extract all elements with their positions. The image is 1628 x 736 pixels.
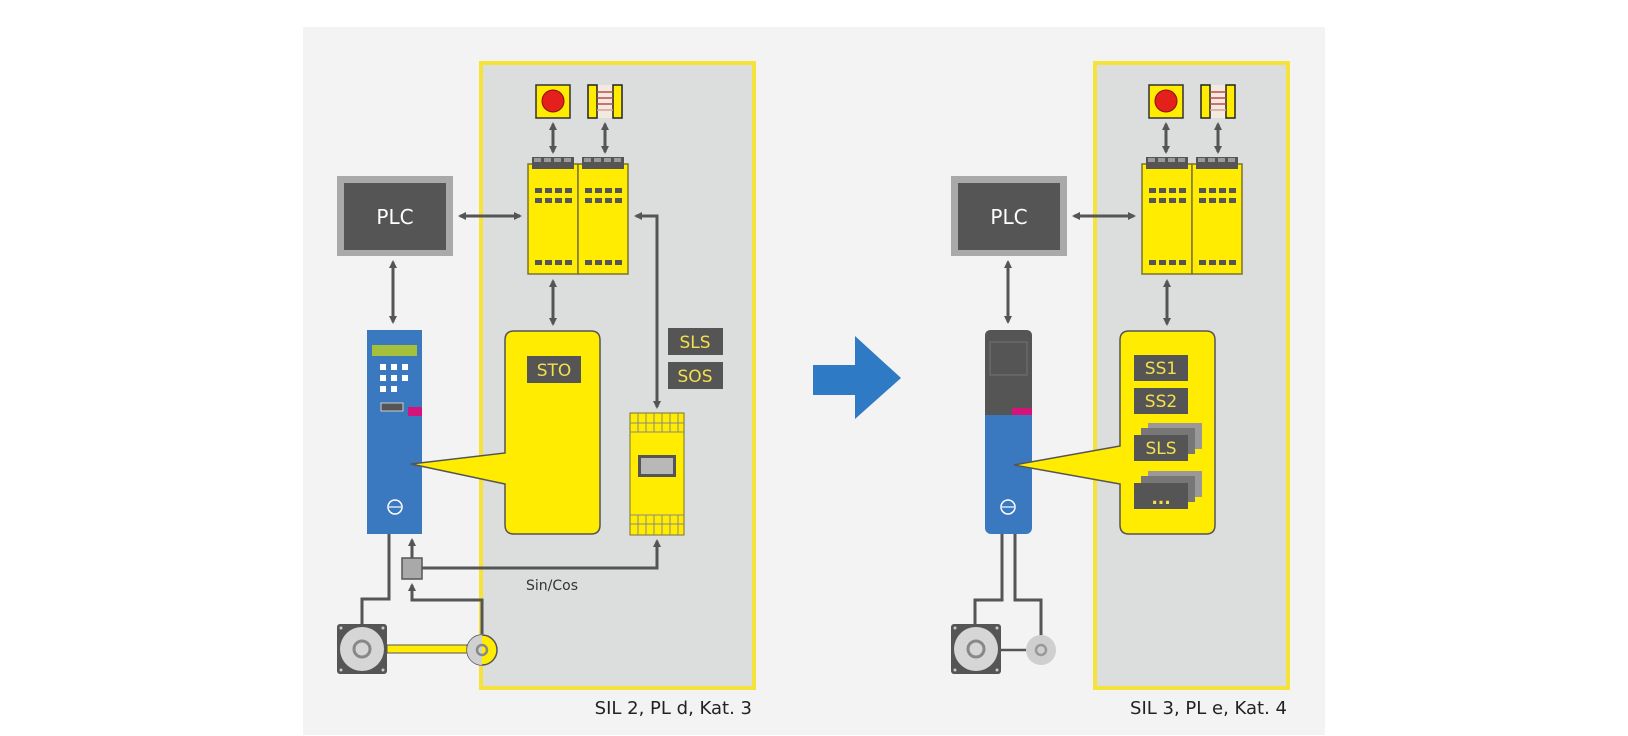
emergency-stop-icon	[535, 84, 571, 119]
sls-label: SLS	[679, 333, 710, 353]
more-label: ...	[1151, 489, 1170, 509]
sls-label: SLS	[1145, 439, 1176, 459]
encoder-splitter-link	[408, 583, 484, 634]
light-curtain-icon	[1200, 84, 1236, 119]
ss1-label: SS1	[1145, 359, 1177, 379]
ss1-badge	[1134, 355, 1188, 381]
sos-label: SOS	[678, 367, 713, 387]
motor-icon	[337, 624, 387, 674]
drive-motor-link	[973, 534, 1004, 624]
safety-controller	[1141, 157, 1243, 275]
plc-box: PLC	[337, 176, 453, 256]
servo-drive	[985, 330, 1032, 534]
servo-drive	[367, 330, 422, 534]
signal-splitter	[401, 557, 423, 580]
encoder-icon	[466, 634, 498, 666]
arrow-right-icon	[813, 336, 901, 419]
monitor-controller-link	[634, 212, 661, 409]
speed-monitor-module	[629, 412, 685, 536]
right-rating: SIL 3, PL e, Kat. 4	[1130, 698, 1287, 719]
plc-box: PLC	[951, 176, 1067, 256]
sto-label: STO	[537, 361, 572, 381]
sos-badge	[668, 362, 723, 389]
sls-badge	[668, 328, 723, 355]
more-badge	[1134, 483, 1188, 509]
drive-motor-link	[360, 534, 391, 624]
emergency-stop-icon	[1148, 84, 1184, 119]
left-rating: SIL 2, PL d, Kat. 3	[595, 698, 752, 719]
drive-logo-icon	[387, 499, 403, 515]
sin-cos-label: Sin/Cos	[526, 578, 578, 594]
sto-badge	[527, 356, 581, 383]
splitter-monitor-link	[422, 539, 661, 570]
drive-logo-icon	[1000, 499, 1016, 515]
right-architecture: PLC SS1 SS2 SLS ...	[951, 61, 1290, 719]
ss2-badge	[1134, 388, 1188, 414]
plc-label: PLC	[990, 205, 1027, 229]
drive-encoder-link	[1013, 534, 1043, 636]
plc-label: PLC	[376, 205, 413, 229]
sls-badge	[1134, 435, 1188, 461]
ss2-label: SS2	[1145, 392, 1177, 412]
left-architecture: PLC STO SLS SOS	[337, 61, 756, 719]
light-curtain-icon	[587, 84, 623, 119]
motor-shaft	[386, 644, 468, 654]
encoder-icon	[1026, 635, 1056, 665]
motor-icon	[951, 624, 1001, 674]
safety-controller	[527, 157, 629, 275]
